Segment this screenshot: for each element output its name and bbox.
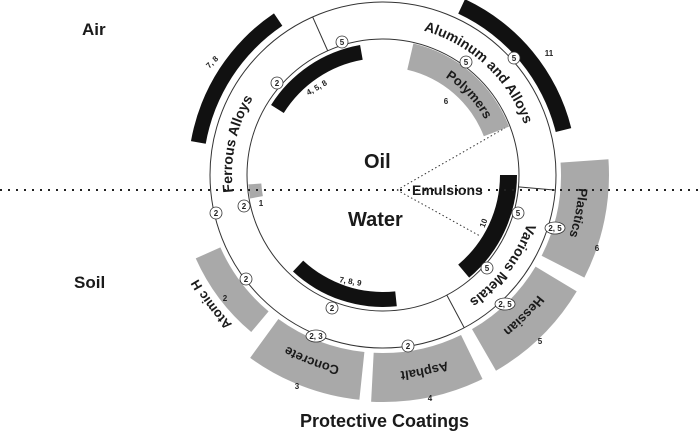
ref-tag-bubble: [494, 297, 516, 311]
ref-tag-number: 5: [340, 38, 345, 47]
ref-number-concrete: 3: [295, 382, 300, 391]
ref-number-hessian: 5: [538, 337, 543, 346]
ref-tag-bubble: [507, 51, 521, 65]
air-aluminum-band: [458, 0, 572, 132]
ref-tag-bubble: [209, 206, 223, 220]
ref-tag-number: 5: [485, 264, 490, 273]
ref-tag-bubble: [239, 272, 253, 286]
ref-tag-number: 2, 5: [498, 300, 512, 309]
oil-ferrous-band: [271, 45, 363, 113]
ref-number-water: 7, 8, 9: [339, 275, 363, 288]
oil-label: Oil: [364, 151, 391, 173]
ref-number-air-ferrous: 7, 8: [204, 54, 220, 70]
polymers-band: [407, 43, 510, 137]
ref-tag-number: 5: [512, 54, 517, 63]
emulsions-label: Emulsions: [412, 182, 483, 198]
ref-tag-bubble: [335, 35, 349, 49]
ref-tag-bubble: [325, 301, 339, 315]
ref-tag-bubble: [237, 199, 251, 213]
ref-number-emulsions: 10: [478, 217, 490, 229]
air-ferrous-band: [190, 13, 283, 144]
water-band: [292, 260, 397, 307]
ref-tag-bubble: [270, 76, 284, 90]
asphalt-coating: [371, 334, 483, 402]
ref-tag-bubble: [511, 206, 525, 220]
protective-coatings-title: Protective Coatings: [300, 411, 469, 431]
inner-ring-circle: [246, 38, 520, 312]
ref-tag-number: 2: [214, 209, 219, 218]
air-label: Air: [82, 20, 106, 39]
ref-number-asphalt: 4: [428, 394, 433, 403]
atomic-h-coating: [195, 247, 269, 333]
ref-tag-bubble: [480, 261, 494, 275]
ref-number-polymers: 6: [444, 97, 449, 106]
ref-tag-number: 2: [244, 275, 249, 284]
ref-tag-number: 2, 5: [548, 224, 562, 233]
plastics-coating: [541, 159, 609, 278]
ref-tag-bubble: [305, 329, 327, 343]
ref-number-plastics: 6: [595, 244, 600, 253]
water-label: Water: [348, 209, 403, 231]
hessian-coating: [472, 266, 577, 371]
ref-tag-number: 2: [275, 79, 280, 88]
ref-number-atomic-h: 2: [223, 294, 228, 303]
ring-divider: [518, 186, 556, 191]
ref-tag-bubble: [544, 221, 566, 235]
soil-label: Soil: [74, 273, 105, 292]
ring-divider: [312, 16, 329, 51]
ref-tag-number: 2: [406, 342, 411, 351]
water-small-band: [248, 183, 263, 199]
ref-tag-number: 2: [242, 202, 247, 211]
ref-number-water-small: 1: [259, 199, 264, 208]
ref-tag-number: 2, 3: [309, 332, 323, 341]
emulsions-various-band: [458, 175, 517, 278]
ref-tag-number: 2: [330, 304, 335, 313]
ring-divider: [446, 294, 465, 328]
ref-tag-bubble: [459, 55, 473, 69]
outer-ring-circle: [209, 1, 557, 349]
ref-tag-bubble: [401, 339, 415, 353]
ref-number-air-aluminum: 11: [545, 49, 554, 58]
oil-emulsion-divider: [396, 127, 506, 191]
concrete-coating: [250, 319, 365, 400]
ref-tag-number: 5: [516, 209, 521, 218]
ref-tag-number: 5: [464, 58, 469, 67]
